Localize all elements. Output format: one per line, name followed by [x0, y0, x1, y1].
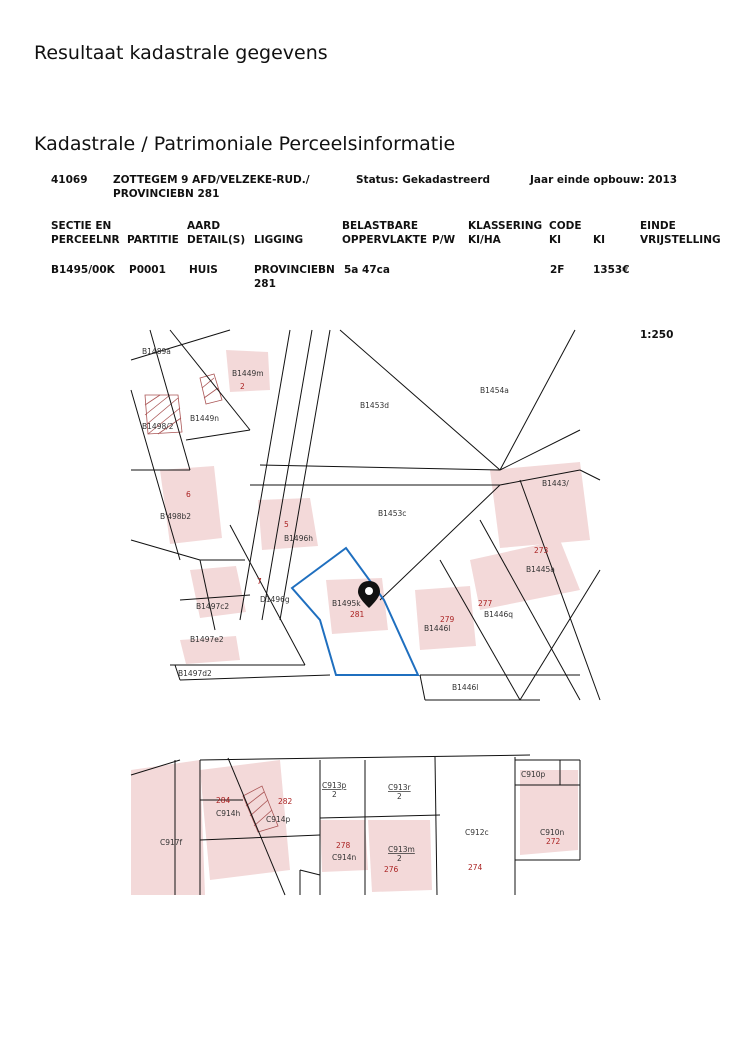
header-aard-2: DETAIL(S): [187, 234, 246, 246]
map-label: 279: [440, 615, 455, 624]
map-label: 2: [397, 854, 402, 863]
location-pin-icon[interactable]: [358, 581, 380, 608]
map-label: C914n: [332, 853, 357, 862]
map-label: 272: [546, 837, 561, 846]
map-label: 278: [336, 841, 351, 850]
header-belastbare-1: BELASTBARE: [342, 220, 419, 232]
lower-map: [130, 754, 581, 896]
jaar-einde-opbouw: Jaar einde opbouw: 2013: [530, 174, 678, 186]
map-label: 284: [216, 796, 231, 805]
header-code-1: CODE: [549, 220, 582, 232]
afdeling-line2: PROVINCIEBN 281: [113, 188, 220, 200]
cell-ki: 1353€: [593, 264, 630, 276]
map-label: C917f: [160, 838, 183, 847]
header-einde-2: VRIJSTELLING: [640, 234, 721, 246]
map-label: 7: [257, 577, 262, 586]
map-label: 2: [240, 382, 245, 391]
section-title: Kadastrale / Patrimoniale Perceelsinform…: [34, 133, 456, 155]
map-label: C914h: [216, 809, 241, 818]
map-label: B1497e2: [190, 635, 224, 644]
map-label: 281: [350, 610, 365, 619]
header-sectie-2: PERCEELNR: [51, 234, 120, 246]
hatched-annex: [144, 373, 223, 435]
header-ki: KI: [593, 234, 606, 246]
upper-map-labels: B1489a B1449m 2 B1498/2 B1449n B1453d B1…: [142, 347, 569, 692]
map-label: 282: [278, 797, 293, 806]
map-label: B1489a: [142, 347, 171, 356]
map-label: 2: [397, 792, 402, 801]
cell-partitie: P0001: [129, 264, 166, 276]
map-label: 5: [284, 520, 289, 529]
map-label: B1449n: [190, 414, 219, 423]
map-label: C910n: [540, 828, 565, 837]
status-text: Status: Gekadastreerd: [356, 174, 491, 186]
building-shading: [160, 350, 590, 664]
map-label: B1498/2: [142, 422, 174, 431]
map-label: C910p: [521, 770, 546, 779]
header-code-2: KI: [549, 234, 562, 246]
map-label: B'498b2: [160, 512, 191, 521]
map-label: 273: [534, 546, 549, 555]
header-klassering-1: KLASSERING: [468, 220, 543, 232]
cell-code: 2F: [550, 264, 565, 276]
map-label: 274: [468, 863, 483, 872]
map-label: 6: [186, 490, 191, 499]
cell-aard: HUIS: [189, 264, 218, 276]
highlighted-parcel: [290, 546, 420, 676]
map-label: B1454a: [480, 386, 509, 395]
map-label: B1453d: [360, 401, 389, 410]
map-label: D1496g: [260, 595, 290, 604]
header-klassering-2: KI/HA: [468, 234, 501, 246]
map-label: C913r: [388, 783, 412, 792]
page-title: Resultaat kadastrale gegevens: [34, 42, 328, 64]
header-belastbare-2: OPPERVLAKTE: [342, 234, 427, 246]
cell-oppervlakte: 5a 47ca: [344, 264, 390, 276]
map-label: 2: [332, 790, 337, 799]
cell-perceelnr: B1495/00K: [51, 264, 115, 276]
cell-ligging-1: PROVINCIEBN: [254, 264, 335, 276]
map-scale: 1:250: [640, 329, 674, 341]
map-label: C914p: [266, 815, 291, 824]
map-label: B1446q: [484, 610, 513, 619]
map-label: C913p: [322, 781, 347, 790]
header-partitie: PARTITIE: [127, 234, 179, 246]
map-label: C912c: [465, 828, 489, 837]
map-label: 276: [384, 865, 399, 874]
map-label: B1446l: [452, 683, 478, 692]
map-label: B1497d2: [178, 669, 212, 678]
map-label: B1445a: [526, 565, 555, 574]
map-label: 277: [478, 599, 493, 608]
header-pw: P/W: [432, 234, 456, 246]
afdeling-line1: ZOTTEGEM 9 AFD/VELZEKE-RUD./: [113, 174, 310, 186]
map-label: B1443/: [542, 479, 569, 488]
header-sectie-1: SECTIE EN: [51, 220, 112, 232]
lower-map-labels: C913p 2 C913r 2 C910p 284 282 C914h C914…: [160, 770, 565, 874]
map-label: B1449m: [232, 369, 264, 378]
upper-map: [130, 329, 601, 701]
map-label: B1497c2: [196, 602, 229, 611]
header-aard-1: AARD: [187, 220, 221, 232]
header-ligging: LIGGING: [254, 234, 304, 246]
map-label: B1446l: [424, 624, 450, 633]
niscode: 41069: [51, 174, 88, 186]
header-einde-1: EINDE: [640, 220, 676, 232]
map-label: B1496h: [284, 534, 313, 543]
cell-ligging-2: 281: [254, 278, 276, 290]
map-label: B1495k: [332, 599, 361, 608]
map-label: C913m: [388, 845, 415, 854]
map-label: B1453c: [378, 509, 406, 518]
